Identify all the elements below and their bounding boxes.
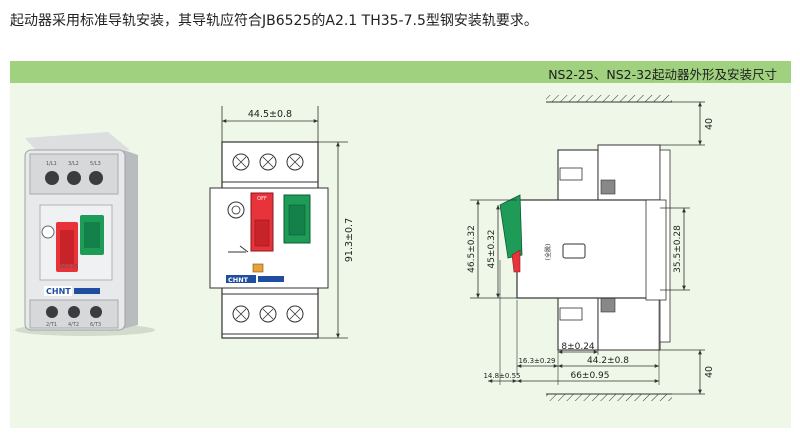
front-brand-logo: CHNT [228, 276, 249, 284]
side-height-35-5-dim: 35.5±0.28 [673, 225, 683, 273]
side-view-drawing [470, 95, 705, 401]
front-height-dimension: 91.3±0.7 [344, 218, 355, 262]
section-title: NS2-25、NS2-32起动器外形及安装尺寸 [548, 67, 777, 82]
photo-terminal-label: 3/L2 [68, 161, 79, 167]
front-off-label: OFF [257, 196, 267, 202]
photo-terminal-label: 2/T1 [46, 322, 57, 328]
section-header-band: NS2-25、NS2-32起动器外形及安装尺寸 [10, 61, 791, 83]
intro-text: 起动器采用标准导轨安装，其导轨应符合JB6525的A2.1 TH35-7.5型钢… [10, 13, 538, 29]
side-depth-8-dim: 8±0.24 [561, 342, 595, 352]
side-depth-14-8-dim: 14.8±0.55 [483, 372, 520, 380]
front-width-dimension: 44.5±0.8 [248, 109, 292, 120]
photo-model: NS2-25 [60, 264, 78, 270]
side-top-clearance-dim: 40 [704, 118, 715, 130]
front-view-drawing [209, 106, 348, 339]
photo-terminal-label: 5/L3 [90, 161, 101, 167]
side-depth-66-dim: 66±0.95 [570, 371, 609, 381]
side-height-46-5-dim: 46.5±0.32 [467, 225, 477, 273]
photo-terminal-label: 6/T3 [90, 322, 101, 328]
product-photo: 1/L1 3/L2 5/L3 NS2-25 CHNT 2/T1 4/T2 6/T… [15, 132, 155, 336]
side-depth-16-3-dim: 16.3±0.29 [518, 357, 555, 365]
side-cover-label: (全脱) [544, 244, 552, 261]
photo-brand-logo: CHNT [46, 287, 71, 296]
side-depth-44-2-dim: 44.2±0.8 [587, 356, 629, 366]
photo-terminal-label: 4/T2 [68, 322, 79, 328]
photo-terminal-label: 1/L1 [46, 161, 57, 167]
side-height-45-dim: 45±0.32 [487, 229, 497, 268]
side-bottom-clearance-dim: 40 [704, 366, 715, 378]
